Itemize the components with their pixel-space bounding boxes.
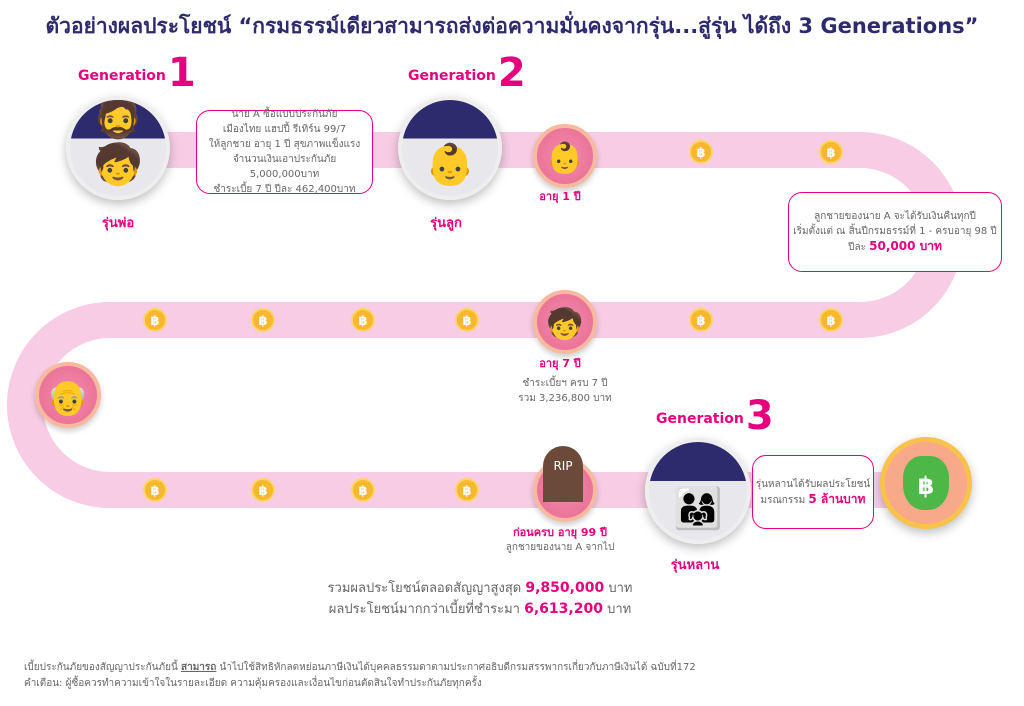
generation-3-caption: รุ่นหลาน [670, 558, 720, 573]
coin-icon: ฿ [351, 308, 375, 332]
unit: บาท [608, 581, 633, 596]
age-7-label: อายุ 7 ปี [539, 357, 581, 370]
annual-return-box: ลูกชายของนาย A จะได้รับเงินคืนทุกปี เริ่… [788, 192, 1002, 272]
gravestone-icon: RIP [533, 446, 597, 522]
age-99-label: ก่อนครบ อายุ 99 ปี [512, 526, 608, 539]
coin-icon: ฿ [689, 308, 713, 332]
info-line: ลูกชายของนาย A จะได้รับเงินคืนทุกปี [814, 211, 976, 222]
money-bag-icon: ฿ [880, 437, 972, 529]
excess-benefit-value: 6,613,200 [524, 601, 603, 617]
elderly-man-icon: 👴 [35, 362, 101, 428]
coin-icon: ฿ [251, 478, 275, 502]
footnote-text: นำไปใช้สิทธิหักลดหย่อนภาษีเงินได้บุคคลธร… [219, 662, 696, 673]
generation-3-heading: Generation3 [656, 393, 774, 439]
coin-icon: ฿ [455, 308, 479, 332]
coin-icon: ฿ [251, 308, 275, 332]
coin-icon: ฿ [143, 308, 167, 332]
summary-label: ผลประโยชน์มากกว่าเบี้ยที่ชำระมา [328, 602, 520, 617]
infant-age-1-icon: 👶 [533, 124, 597, 188]
info-line: ชำระเบี้ย 7 ปี ปีละ 462,400บาท [213, 184, 356, 195]
info-line: นาย A ซื้อแบบประกันภัย [231, 109, 338, 120]
info-line: มรณกรรม [760, 494, 806, 506]
benefit-summary: รวมผลประโยชน์ตลอดสัญญาสูงสุด 9,850,000 บ… [300, 578, 660, 620]
death-benefit-box: รุ่นหลานได้รับผลประโยชน์ มรณกรรม 5 ล้านบ… [752, 455, 874, 529]
age-7-details: ชำระเบี้ยฯ ครบ 7 ปี รวม 3,236,800 บาท [490, 376, 640, 406]
death-benefit-amount: 5 ล้านบาท [808, 491, 866, 506]
info-line: ชำระเบี้ยฯ ครบ 7 ปี [522, 378, 608, 389]
generation-1-heading: Generation1 [78, 50, 196, 96]
info-line: ปีละ [848, 242, 866, 253]
coin-icon: ฿ [819, 140, 843, 164]
coin-icon: ฿ [455, 478, 479, 502]
baht-symbol: ฿ [903, 456, 949, 510]
page-title: ตัวอย่างผลประโยชน์ “กรมธรรม์เดียวสามารถส… [45, 14, 979, 38]
generation-2-heading: Generation2 [408, 50, 526, 96]
generation-2-caption: รุ่นลูก [430, 216, 462, 231]
rip-text: RIP [543, 446, 583, 502]
child-age-7-icon: 🧒 [533, 290, 597, 354]
info-line: จำนวนเงินเอาประกันภัย 5,000,000บาท [232, 154, 337, 180]
age-1-label: อายุ 1 ปี [539, 190, 581, 203]
footnote-emphasis: สามารถ [181, 662, 217, 673]
coin-icon: ฿ [143, 478, 167, 502]
family-illustration: 👨‍👩‍👧 [645, 438, 751, 544]
footer-disclaimer: เบี้ยประกันภัยของสัญญาประกันภัยนี้ สามาร… [24, 660, 696, 692]
info-line: ให้ลูกชาย อายุ 1 ปี สุขภาพแข็งแรง [208, 139, 361, 150]
baby-illustration: 👶 [398, 96, 502, 200]
purchase-info-box: นาย A ซื้อแบบประกันภัย เมืองไทย แฮปปี้ ร… [196, 109, 373, 195]
father-son-illustration: 🧔🧒 [66, 96, 170, 200]
annual-amount: 50,000 บาท [869, 239, 942, 253]
unit: บาท [607, 602, 632, 617]
coin-icon: ฿ [351, 478, 375, 502]
info-line: รุ่นหลานได้รับผลประโยชน์ [755, 478, 871, 490]
info-line: รวม 3,236,800 บาท [518, 393, 612, 404]
info-line: เมืองไทย แฮปปี้ รีเทิร์น 99/7 [222, 124, 347, 135]
coin-icon: ฿ [689, 140, 713, 164]
footnote-text: เบี้ยประกันภัยของสัญญาประกันภัยนี้ [24, 662, 178, 673]
age-99-details: ลูกชายของนาย A จากไป [505, 542, 615, 553]
info-line: เริ่มตั้งแต่ ณ สิ้นปีกรมธรรม์ที่ 1 - ครบ… [793, 226, 997, 237]
coin-icon: ฿ [819, 308, 843, 332]
warning-text: คำเตือน: ผู้ซื้อควรทำความเข้าใจในรายละเอ… [24, 678, 482, 689]
summary-label: รวมผลประโยชน์ตลอดสัญญาสูงสุด [327, 581, 522, 596]
max-benefit-value: 9,850,000 [525, 580, 605, 596]
generation-1-caption: รุ่นพ่อ [101, 216, 135, 231]
